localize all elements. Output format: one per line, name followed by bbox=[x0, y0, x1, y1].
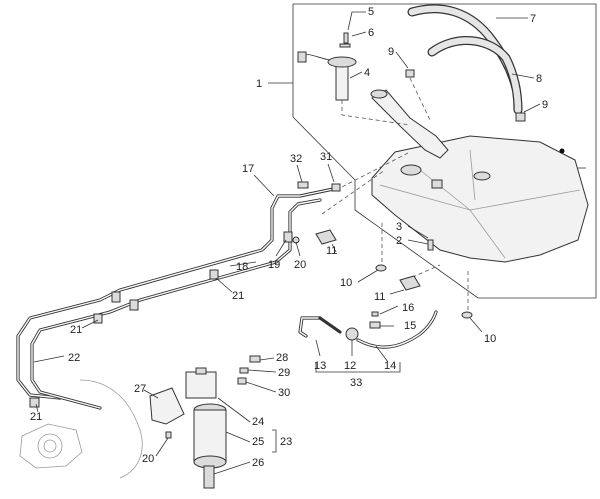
fuel-filter-assembly bbox=[149, 355, 261, 489]
filler-neck bbox=[370, 89, 449, 159]
callout-7: 7 bbox=[530, 13, 536, 25]
callout-2: 2 bbox=[396, 235, 402, 247]
reference-dot bbox=[559, 148, 565, 154]
callout-15: 15 bbox=[404, 320, 416, 332]
callout-32: 32 bbox=[290, 153, 302, 165]
fuel-pipes bbox=[16, 186, 340, 410]
breather-hose-8 bbox=[427, 36, 523, 115]
callout-9: 9 bbox=[542, 99, 548, 111]
connector-icon bbox=[111, 291, 121, 303]
pipe-clip-icon bbox=[93, 313, 103, 324]
tank-group-frame bbox=[292, 3, 597, 299]
callout-5: 5 bbox=[368, 6, 374, 18]
screw-icon bbox=[343, 32, 349, 44]
hose-clamp-icon bbox=[405, 69, 415, 78]
fuel-level-sender bbox=[297, 51, 357, 101]
connector-icon bbox=[129, 299, 139, 311]
rubber-pad-icon bbox=[315, 229, 337, 245]
callout-33: 33 bbox=[350, 377, 362, 389]
callout-20: 20 bbox=[294, 259, 306, 271]
callout-25: 25 bbox=[252, 436, 264, 448]
callout-27: 27 bbox=[134, 383, 146, 395]
leader-lines bbox=[33, 11, 586, 475]
injection-pump-ghost bbox=[19, 379, 143, 479]
callout-30: 30 bbox=[278, 387, 290, 399]
pipe-clip-icon bbox=[209, 269, 219, 280]
fuel-tank bbox=[371, 135, 589, 263]
callout-17: 17 bbox=[242, 163, 254, 175]
hose-clamp-icon bbox=[515, 112, 526, 122]
rubber-foot-icon bbox=[461, 311, 473, 319]
callout-13: 13 bbox=[314, 360, 326, 372]
callout-19: 19 bbox=[268, 259, 280, 271]
rubber-foot-icon bbox=[375, 264, 387, 272]
callout-1: 1 bbox=[256, 78, 262, 90]
callout-26: 26 bbox=[252, 457, 264, 469]
callout-29: 29 bbox=[278, 367, 290, 379]
callouts: 5 6 7 9 4 8 1 9 32 31 17 3 2 11 19 20 18… bbox=[30, 6, 548, 469]
washer-icon bbox=[339, 43, 351, 48]
fitting-icon bbox=[331, 183, 341, 192]
callout-21: 21 bbox=[30, 411, 42, 423]
callout-4: 4 bbox=[364, 67, 370, 79]
callout-11: 11 bbox=[374, 291, 385, 303]
callout-8: 8 bbox=[536, 73, 542, 85]
callout-22: 22 bbox=[68, 352, 80, 364]
fitting-icon bbox=[297, 181, 309, 189]
callout-21: 21 bbox=[232, 290, 244, 302]
callout-10: 10 bbox=[484, 333, 496, 345]
callout-10: 10 bbox=[340, 277, 352, 289]
callout-9: 9 bbox=[388, 46, 394, 58]
callout-21: 21 bbox=[70, 324, 82, 336]
callout-12: 12 bbox=[344, 360, 356, 372]
callout-31: 31 bbox=[320, 151, 332, 163]
callout-16: 16 bbox=[402, 302, 414, 314]
callout-28: 28 bbox=[276, 352, 288, 364]
callout-6: 6 bbox=[368, 27, 374, 39]
pipe-clip-icon bbox=[283, 231, 293, 243]
callout-20: 20 bbox=[142, 453, 154, 465]
callout-24: 24 bbox=[252, 416, 264, 428]
callout-3: 3 bbox=[396, 221, 402, 233]
callout-18: 18 bbox=[236, 261, 248, 273]
pipe-clip-icon bbox=[29, 397, 40, 408]
callout-14: 14 bbox=[384, 360, 396, 372]
callout-11: 11 bbox=[326, 245, 337, 257]
rubber-pad-icon bbox=[399, 275, 421, 291]
callout-23: 23 bbox=[280, 436, 292, 448]
bolt-icon bbox=[427, 239, 434, 251]
